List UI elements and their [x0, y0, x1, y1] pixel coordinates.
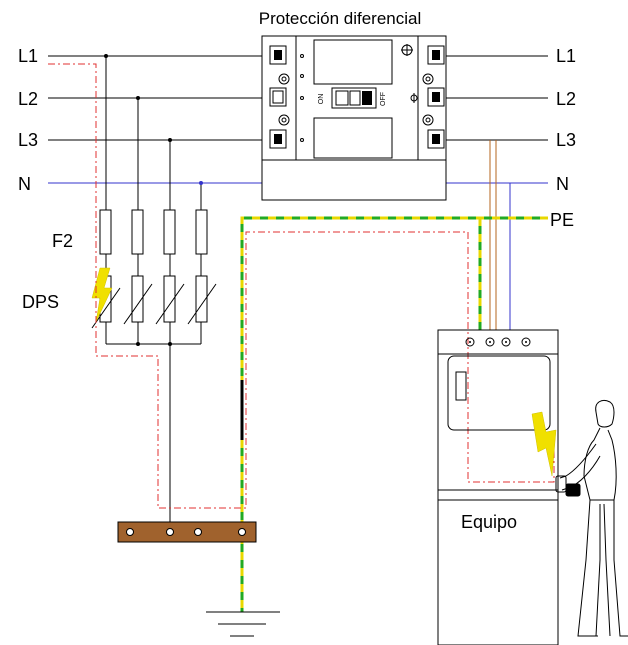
person-figure [555, 399, 628, 637]
lightning-icon [91, 267, 113, 323]
switch-on-label: ON [318, 94, 325, 105]
label-n-left: N [18, 174, 31, 194]
earth-busbar [117, 521, 257, 543]
fault-path [48, 63, 555, 509]
label-l1-left: L1 [18, 46, 38, 66]
fuse-group [99, 209, 208, 276]
label-l3-right: L3 [556, 130, 576, 150]
label-n-right: N [556, 174, 569, 194]
pe-conductor [240, 216, 548, 612]
supply-wires [489, 140, 511, 330]
ground-icon [206, 611, 280, 637]
label-l3-left: L3 [18, 130, 38, 150]
equipment-lightning-icon [531, 411, 557, 477]
label-dps: DPS [22, 292, 59, 312]
phase-lines-left [48, 55, 262, 184]
label-l2-left: L2 [18, 89, 38, 109]
label-fuse: F2 [52, 231, 73, 251]
switch-off-label: OFF [380, 92, 387, 106]
equipment-label: Equipo [461, 512, 517, 532]
surge-protector-group [91, 275, 217, 522]
residual-current-breaker: ON OFF [261, 35, 447, 201]
phase-lines-right [446, 55, 548, 184]
label-l2-right: L2 [556, 89, 576, 109]
label-l1-right: L1 [556, 46, 576, 66]
fuse-drops [104, 54, 203, 210]
label-pe-right: PE [550, 210, 574, 230]
diagram-title: Protección diferencial [259, 9, 422, 28]
equipment-cabinet [437, 329, 559, 645]
